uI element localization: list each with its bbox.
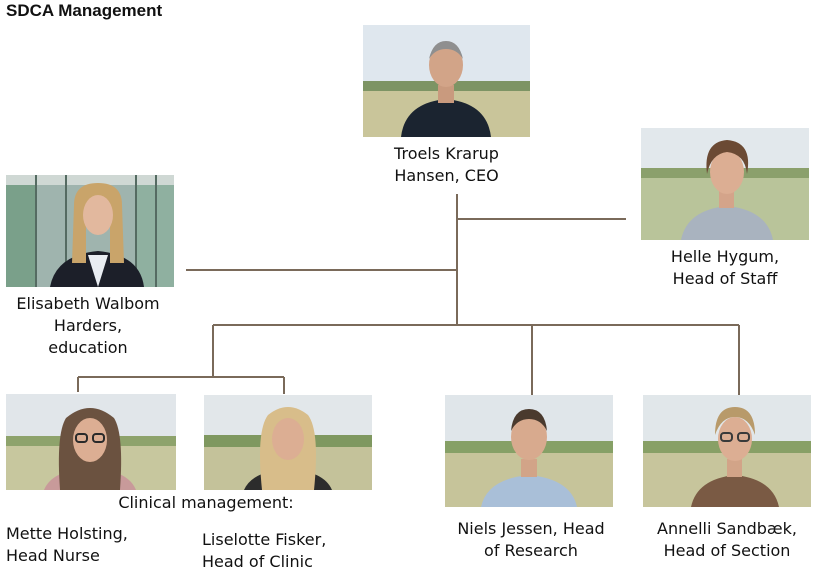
clinical-group-label: Clinical management: <box>118 493 294 512</box>
nurse-photo <box>6 394 176 490</box>
section-name-line-1: Annelli Sandbæk, <box>657 519 797 538</box>
section-name-line-2: Head of Section <box>663 541 791 560</box>
education-name-line-1: Elisabeth Walbom <box>16 294 160 313</box>
research-name-line-1: Niels Jessen, Head <box>457 519 605 538</box>
staff-name-line-2: Head of Staff <box>672 269 778 288</box>
research-photo <box>445 395 613 507</box>
clinic-caption: Liselotte Fisker, Head of Clinic <box>202 529 372 573</box>
education-caption: Elisabeth Walbom Harders, education <box>2 293 174 359</box>
research-name-line-2: of Research <box>484 541 578 560</box>
nurse-name-line-2: Head Nurse <box>6 546 100 565</box>
education-photo <box>6 175 174 287</box>
ceo-photo <box>363 25 530 137</box>
nurse-name-line-1: Mette Holsting, <box>6 524 128 543</box>
staff-name-line-1: Helle Hygum, <box>670 247 780 266</box>
education-name-line-2: Harders, <box>53 316 123 335</box>
education-name-line-3: education <box>48 338 128 357</box>
ceo-caption: Troels Krarup Hansen, CEO <box>363 143 530 187</box>
ceo-name-line-1: Troels Krarup <box>394 144 499 163</box>
clinic-name-line-1: Liselotte Fisker, <box>202 530 327 549</box>
ceo-name-line-2: Hansen, CEO <box>394 166 499 185</box>
nurse-caption: Mette Holsting, Head Nurse <box>6 523 176 567</box>
staff-photo <box>641 128 809 240</box>
section-caption: Annelli Sandbæk, Head of Section <box>641 518 813 562</box>
staff-caption: Helle Hygum, Head of Staff <box>641 246 809 290</box>
clinic-photo <box>204 395 372 490</box>
page-title: SDCA Management <box>6 1 163 20</box>
clinic-name-line-2: Head of Clinic <box>202 552 313 571</box>
section-photo <box>643 395 811 507</box>
research-caption: Niels Jessen, Head of Research <box>441 518 621 562</box>
